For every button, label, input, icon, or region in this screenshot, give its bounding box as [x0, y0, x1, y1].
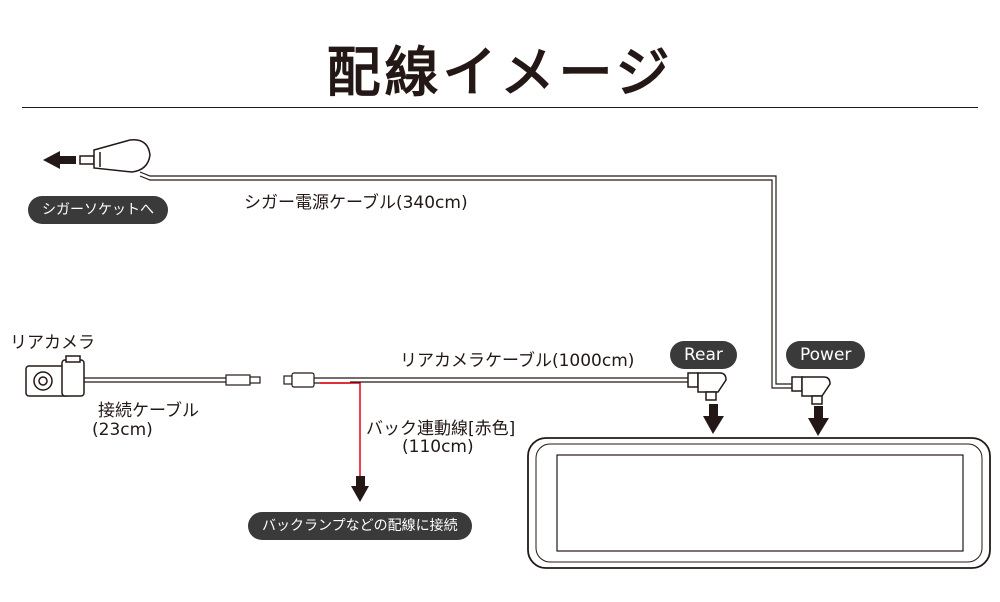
connect-cable-length: (23cm): [92, 420, 153, 440]
left-arrow-icon: [43, 151, 76, 169]
rear-down-arrow-icon: [703, 404, 724, 434]
rear-pill: Rear: [670, 341, 737, 369]
connect-cable: [84, 374, 261, 386]
rear-cable-plug: [283, 372, 690, 388]
rear-camera-cable-label: リアカメラケーブル(1000cm): [400, 351, 635, 371]
back-wire-red: [320, 382, 361, 476]
power-down-arrow-icon: [808, 406, 829, 436]
back-wire-label: バック連動線[赤色]: [366, 419, 516, 439]
power-pill: Power: [786, 341, 866, 369]
page-title: 配線イメージ: [326, 41, 674, 104]
cigar-socket-pill: シガーソケットへ: [28, 196, 168, 224]
back-lamp-pill: バックランプなどの配線に接続: [248, 512, 472, 540]
rear-camera-icon: [25, 355, 85, 397]
mirror-monitor: [527, 437, 991, 569]
back-wire-length: (110cm): [402, 437, 474, 457]
rear-l-connector: [687, 372, 727, 401]
down-arrow-icon: [351, 476, 369, 502]
rear-camera-label: リアカメラ: [10, 333, 95, 353]
cigar-plug-icon: [79, 139, 151, 173]
cigar-cable-label: シガー電源ケーブル(340cm): [244, 193, 468, 213]
connect-cable-label: 接続ケーブル: [98, 401, 199, 421]
power-l-connector: [791, 376, 831, 405]
title-divider: [22, 107, 978, 108]
cigar-power-cable: [139, 171, 792, 385]
